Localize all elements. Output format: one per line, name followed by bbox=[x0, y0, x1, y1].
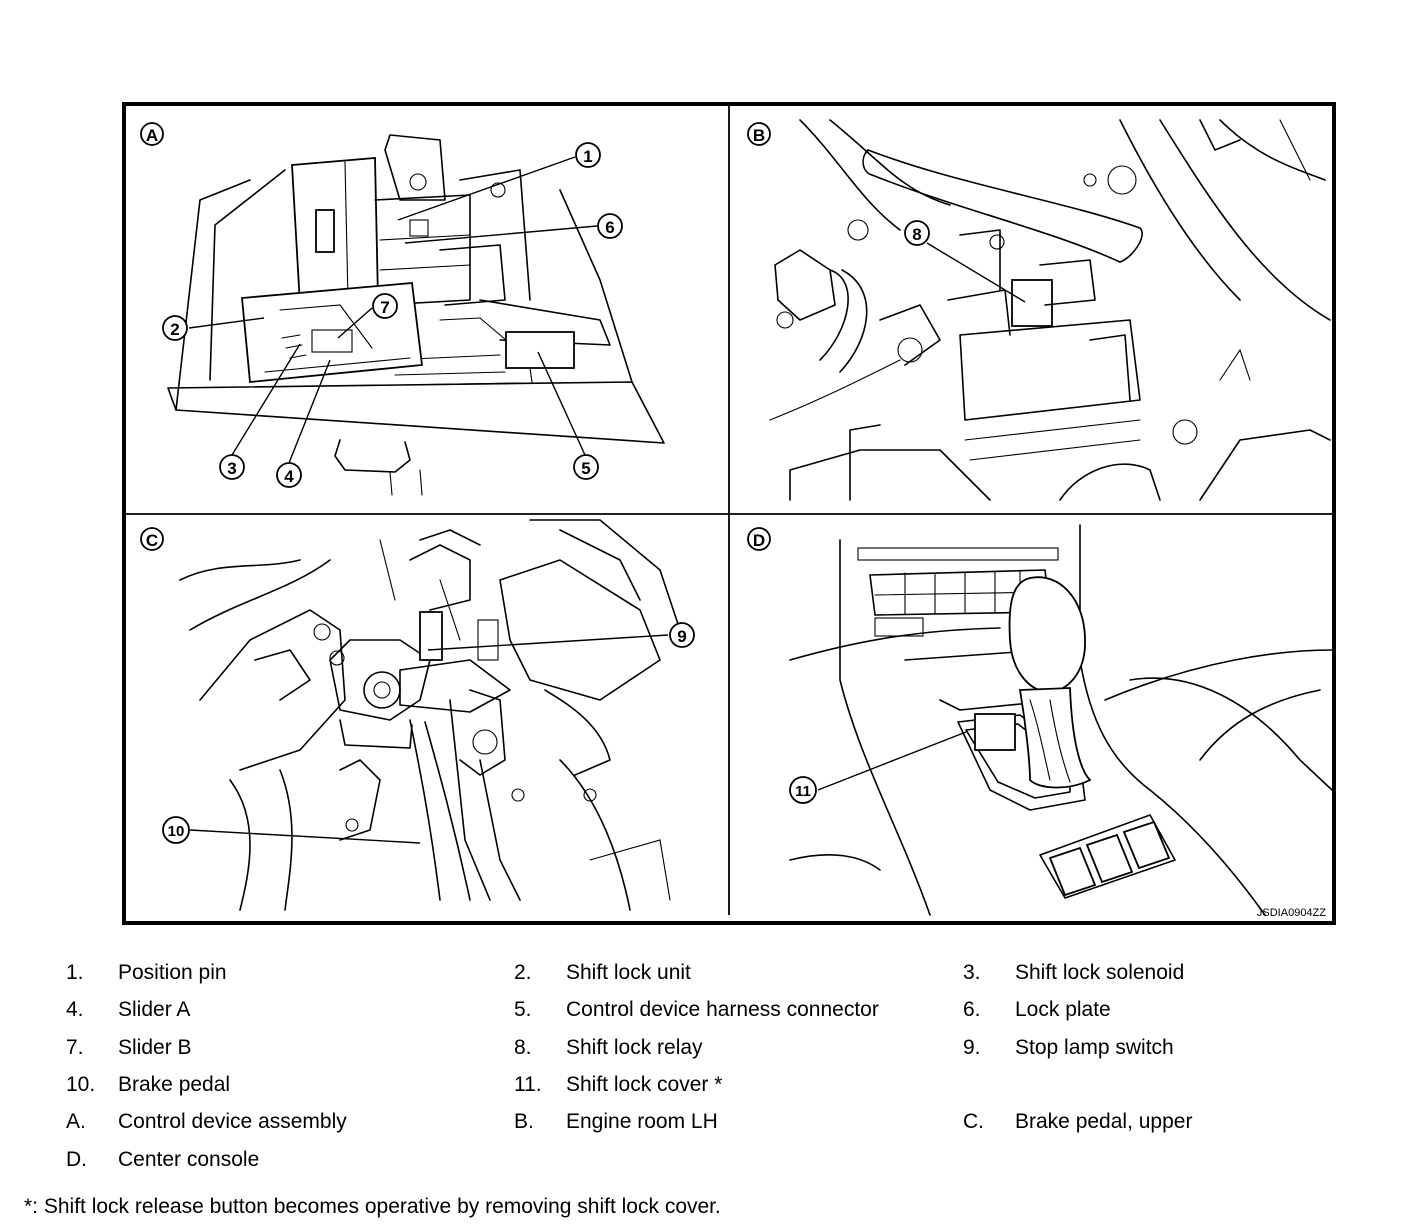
legend-text: Slider A bbox=[118, 998, 191, 1021]
panel-a-drawing bbox=[167, 134, 665, 496]
legend-key: 1. bbox=[66, 961, 84, 984]
callout-9: 9 bbox=[669, 622, 695, 648]
svg-text:11: 11 bbox=[795, 783, 811, 800]
legend-text: Control device assembly bbox=[118, 1110, 347, 1133]
legend-text: Lock plate bbox=[1015, 998, 1111, 1021]
panel-letter-b: B bbox=[747, 122, 771, 146]
svg-text:9: 9 bbox=[677, 627, 686, 646]
legend-text: Shift lock cover * bbox=[566, 1073, 723, 1096]
svg-text:A: A bbox=[146, 126, 158, 145]
panel-letter-d: D bbox=[747, 527, 771, 551]
panel-d-drawing bbox=[789, 524, 1333, 916]
legend-text: Shift lock solenoid bbox=[1015, 961, 1185, 984]
svg-text:2: 2 bbox=[170, 320, 179, 339]
svg-text:B: B bbox=[753, 126, 765, 145]
panel-c-drawing bbox=[179, 519, 681, 911]
legend-key: 11. bbox=[514, 1073, 542, 1096]
legend-key: A. bbox=[66, 1110, 86, 1133]
callout-8: 8 bbox=[904, 220, 930, 246]
legend-key: 8. bbox=[514, 1036, 532, 1059]
callout-6: 6 bbox=[597, 213, 623, 239]
panel-letter-c: C bbox=[140, 527, 164, 551]
callout-11: 11 bbox=[789, 776, 817, 804]
svg-text:7: 7 bbox=[380, 298, 389, 317]
svg-text:6: 6 bbox=[605, 218, 614, 237]
legend-key: 7. bbox=[66, 1036, 84, 1059]
legend-text: Slider B bbox=[118, 1036, 192, 1059]
legend-text: Stop lamp switch bbox=[1015, 1036, 1174, 1059]
legend-key: 3. bbox=[963, 961, 981, 984]
callout-7: 7 bbox=[372, 293, 398, 319]
svg-text:C: C bbox=[146, 531, 158, 550]
legend-key: 9. bbox=[963, 1036, 981, 1059]
svg-text:4: 4 bbox=[284, 467, 294, 486]
svg-text:3: 3 bbox=[227, 459, 236, 478]
svg-text:10: 10 bbox=[168, 823, 185, 840]
svg-text:8: 8 bbox=[912, 225, 921, 244]
panel-b-drawing bbox=[769, 119, 1331, 501]
legend-key: 2. bbox=[514, 961, 532, 984]
legend-key: B. bbox=[514, 1110, 534, 1133]
callout-2: 2 bbox=[162, 315, 188, 341]
callout-4: 4 bbox=[276, 462, 302, 488]
svg-text:5: 5 bbox=[581, 459, 590, 478]
callout-5: 5 bbox=[573, 454, 599, 480]
svg-text:D: D bbox=[753, 531, 765, 550]
parts-location-figure: A B C D 1 2 3 4 5 6 7 8 bbox=[122, 102, 1336, 925]
legend-text: Control device harness connector bbox=[566, 998, 879, 1021]
legend-key: 10. bbox=[66, 1073, 96, 1096]
legend-key: 4. bbox=[66, 998, 84, 1021]
legend-text: Brake pedal bbox=[118, 1073, 231, 1096]
legend-key: 6. bbox=[963, 998, 981, 1021]
panel-letter-a: A bbox=[140, 122, 164, 146]
legend-text: Center console bbox=[118, 1148, 260, 1171]
legend-text: Shift lock unit bbox=[566, 961, 691, 984]
callout-1: 1 bbox=[575, 142, 601, 168]
callout-3: 3 bbox=[219, 454, 245, 480]
legend-text: Position pin bbox=[118, 961, 227, 984]
footnote: *: Shift lock release button becomes ope… bbox=[24, 1195, 721, 1218]
leader-lines bbox=[188, 156, 1026, 844]
legend-key: 5. bbox=[514, 998, 532, 1021]
svg-text:1: 1 bbox=[583, 147, 592, 166]
legend-key: C. bbox=[963, 1110, 984, 1133]
callout-10: 10 bbox=[162, 816, 190, 844]
legend-text: Engine room LH bbox=[566, 1110, 718, 1133]
legend-text: Shift lock relay bbox=[566, 1036, 703, 1059]
figure-code: JSDIA0904ZZ bbox=[1257, 907, 1326, 919]
legend-key: D. bbox=[66, 1148, 87, 1171]
legend-text: Brake pedal, upper bbox=[1015, 1110, 1193, 1133]
